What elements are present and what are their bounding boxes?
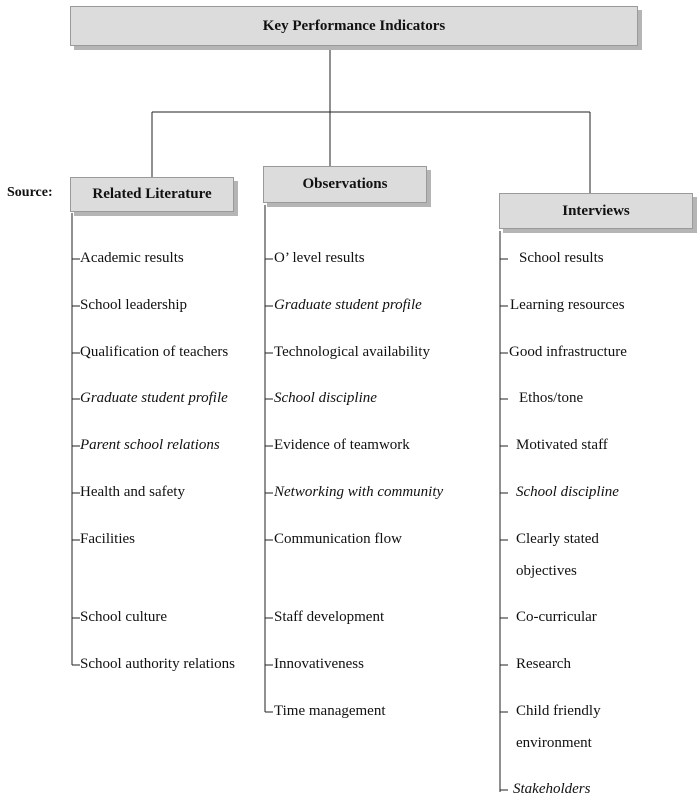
list-item: Parent school relations	[80, 437, 220, 453]
list-item: Innovativeness	[274, 656, 364, 672]
column-box-observations: Observations	[263, 166, 427, 203]
list-item: School authority relations	[80, 656, 235, 672]
kpi-title-box: Key Performance Indicators	[70, 6, 638, 46]
list-item: School results	[519, 250, 604, 266]
column-box-interviews: Interviews	[499, 193, 693, 229]
column-label: Observations	[302, 176, 388, 192]
list-item: Time management	[274, 703, 386, 719]
list-item: School culture	[80, 609, 168, 625]
list-item: Co-curricular	[516, 609, 597, 625]
list-item: Communication flow	[274, 531, 402, 547]
list-item: Health and safety	[80, 484, 185, 500]
list-item: School discipline	[516, 484, 619, 500]
list-item: Graduate student profile	[274, 297, 422, 313]
list-item: Child friendly environment	[516, 703, 601, 751]
list-item: Qualification of teachers	[80, 344, 229, 360]
source-label: Source:	[7, 185, 53, 200]
list-item: Motivated staff	[516, 437, 608, 453]
list-item: Ethos/tone	[519, 390, 584, 406]
list-item: Learning resources	[510, 297, 625, 313]
list-item: O’ level results	[274, 250, 365, 266]
list-item: Technological availability	[274, 344, 430, 360]
column-box-related-literature: Related Literature	[70, 177, 234, 212]
list-item: Research	[516, 656, 571, 672]
list-item: School discipline	[274, 390, 377, 406]
list-item: Facilities	[80, 531, 135, 547]
list-item: Good infrastructure	[509, 344, 627, 360]
kpi-title: Key Performance Indicators	[262, 17, 446, 34]
list-item: Clearly stated objectives	[516, 531, 599, 579]
list-item: Staff development	[274, 609, 385, 625]
list-item: Graduate student profile	[80, 390, 228, 406]
list-item: Stakeholders	[513, 781, 591, 797]
list-item: Academic results	[80, 250, 184, 266]
list-item: Evidence of teamwork	[274, 437, 410, 453]
list-item: Networking with community	[274, 484, 444, 500]
column-label: Related Literature	[92, 186, 212, 202]
list-item: School leadership	[80, 297, 188, 313]
column-label: Interviews	[562, 202, 630, 219]
